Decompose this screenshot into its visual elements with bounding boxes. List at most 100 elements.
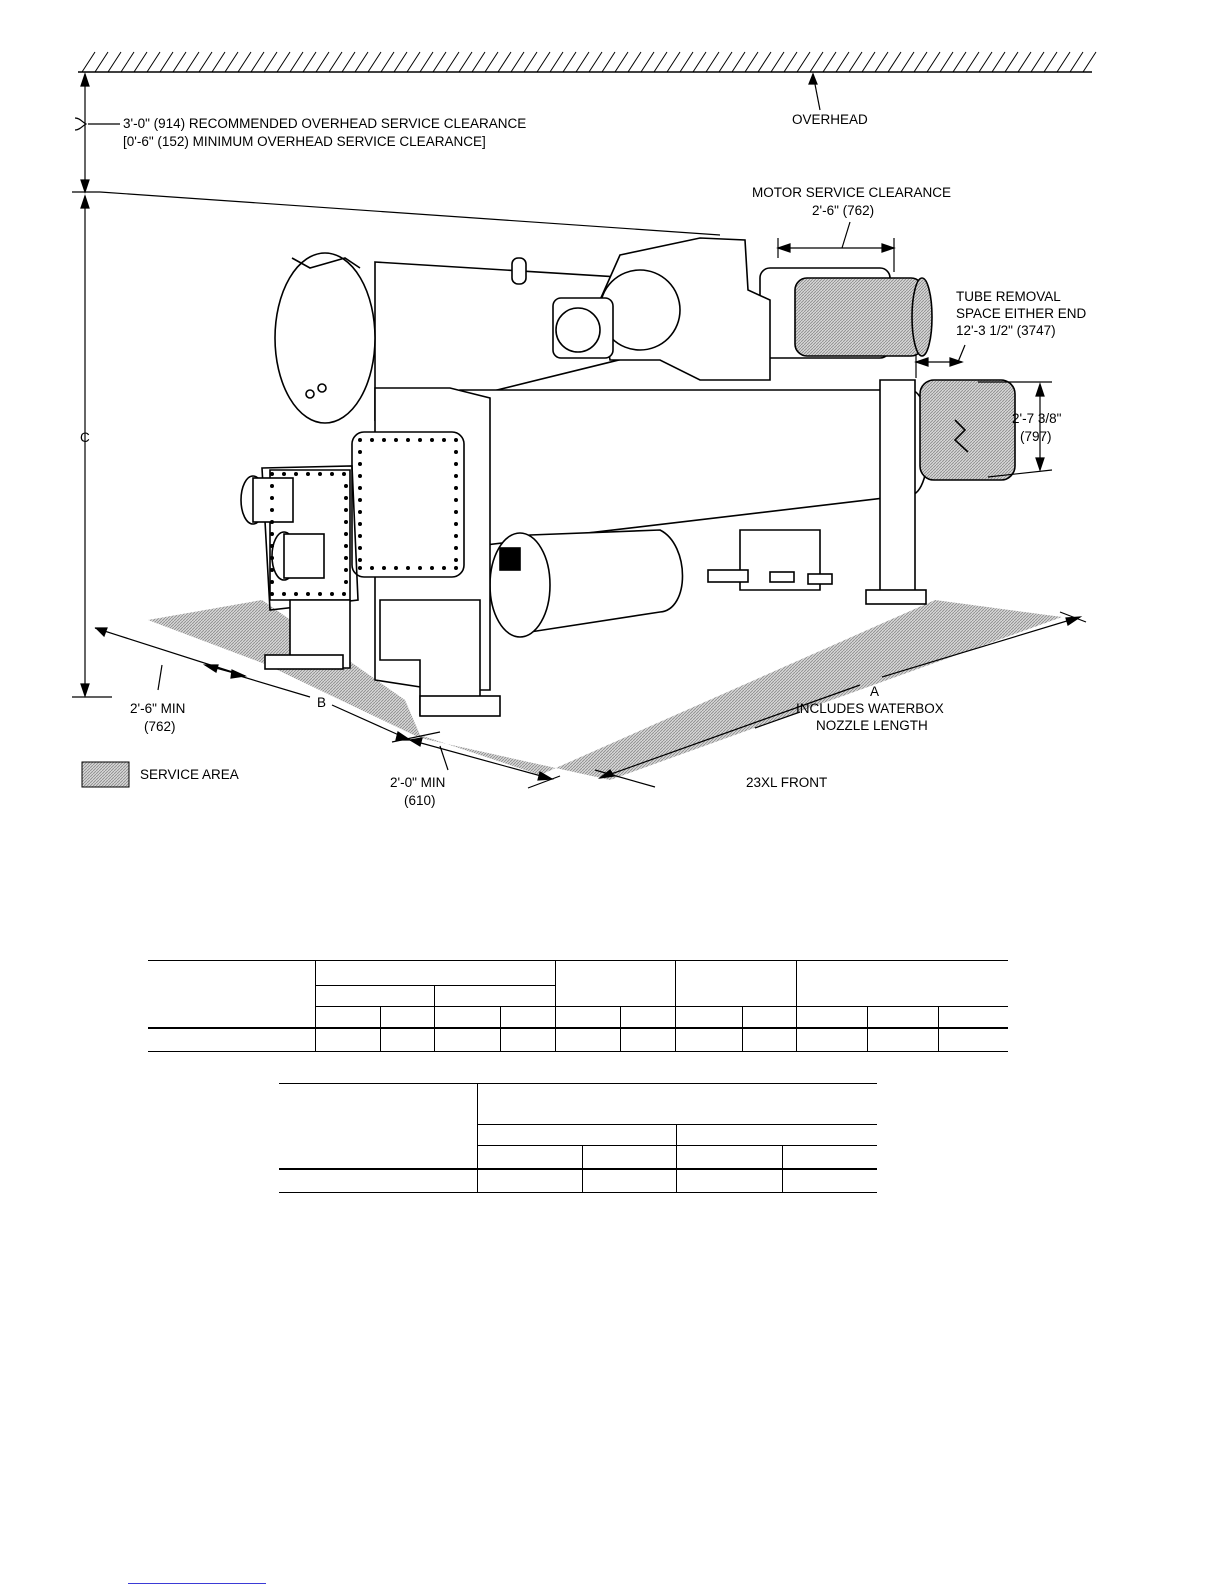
ceiling-hatch-stroke [250,51,265,73]
ceiling-hatch-stroke [861,51,876,73]
ceiling-hatch-stroke [445,51,460,73]
bolt-hole [270,508,274,512]
overhead-ceiling [78,51,1097,73]
table-subgroup-header [675,1124,877,1146]
height-dim-line1: 2'-7 3/8" [1012,411,1062,426]
ceiling-hatch-stroke [926,51,941,73]
bolt-hole [344,544,348,548]
front-min-line1: 2'-0" MIN [390,775,445,790]
bolt-hole [454,522,458,526]
table-cell [866,1027,938,1052]
ceiling-hatch-stroke [367,51,382,73]
ceiling-hatch-stroke [718,51,733,73]
table-corner-cell [148,960,315,1028]
ceiling-hatch-stroke [237,51,252,73]
ceiling-hatch-stroke [1056,51,1071,73]
ceiling-hatch-stroke [484,51,499,73]
table-column-header [379,1006,434,1028]
bolt-hole [358,558,362,562]
table-cell [674,1027,742,1052]
bolt-hole [370,566,374,570]
ceiling-hatch-stroke [133,51,148,73]
bolt-hole [454,566,458,570]
ceiling-hatch-stroke [757,51,772,73]
bolt-hole [344,580,348,584]
ceiling-hatch-stroke [874,51,889,73]
bolt-hole [454,474,458,478]
table-column-header [476,1145,582,1169]
table-cell [279,1168,477,1193]
table-cell [314,1027,380,1052]
table-subgroup-header [476,1124,676,1146]
dim-c-label: C [80,430,90,445]
ceiling-hatch-stroke [939,51,954,73]
ceiling-hatch-stroke [380,51,395,73]
ceiling-hatch-stroke [354,51,369,73]
ceiling-hatch-stroke [913,51,928,73]
bolt-hole [270,580,274,584]
bolt-hole [330,592,334,596]
bolt-hole [430,438,434,442]
bolt-hole [306,592,310,596]
bolt-hole [270,592,274,596]
ceiling-hatch-stroke [120,51,135,73]
bolt-hole [282,592,286,596]
bolt-hole [358,486,362,490]
front-label: 23XL FRONT [746,775,827,790]
ceiling-hatch-stroke [653,51,668,73]
page-link-underline[interactable] [128,1583,266,1584]
table-column-header [619,1006,675,1028]
ceiling-hatch-stroke [900,51,915,73]
vertical-dimension-lines [72,72,721,698]
service-area-label: SERVICE AREA [140,767,239,782]
ceiling-hatch-stroke [744,51,759,73]
dimensions-table [148,960,1008,1052]
bolt-hole [370,438,374,442]
table-cell [741,1027,796,1052]
table-column-header [433,1006,500,1028]
table-group-header [674,960,796,1007]
service-area-floor [148,600,1062,780]
bolt-hole [358,522,362,526]
table-cell [499,1027,555,1052]
ceiling-hatch-stroke [991,51,1006,73]
motor-service-line2: 2'-6" (762) [812,203,874,218]
ceiling-hatch-stroke [198,51,213,73]
bolt-hole [406,566,410,570]
bolt-hole [382,438,386,442]
ceiling-hatch-stroke [640,51,655,73]
ceiling-hatch-stroke [341,51,356,73]
tube-removal-line2: SPACE EITHER END [956,306,1087,321]
dim-a-label: A [870,684,879,699]
bolt-hole [358,474,362,478]
bolt-hole [442,438,446,442]
table-row [279,1168,877,1193]
left-min-line1: 2'-6" MIN [130,701,185,716]
bolt-hole [344,556,348,560]
ceiling-hatch-stroke [107,51,122,73]
left-min-line2: (762) [144,719,176,734]
includes-line2: NOZZLE LENGTH [816,718,928,733]
table-column-header [581,1145,676,1169]
bolt-hole [294,592,298,596]
tube-removal-line1: TUBE REMOVAL [956,289,1061,304]
table-cell [781,1168,877,1193]
bolt-hole [330,472,334,476]
bolt-hole [344,520,348,524]
motor-service-line1: MOTOR SERVICE CLEARANCE [752,185,951,200]
ceiling-hatch-stroke [575,51,590,73]
dim-b-label: B [317,695,326,710]
chiller-clearance-diagram: 3'-0" (914) RECOMMENDED OVERHEAD SERVICE… [72,51,1097,808]
ceiling-hatch-stroke [614,51,629,73]
bolt-hole [342,472,346,476]
ceiling-hatch-stroke [185,51,200,73]
table-column-header [675,1145,782,1169]
ceiling-hatch-stroke [887,51,902,73]
table-column-header [674,1006,742,1028]
table-cell [581,1168,676,1193]
bolt-hole [358,546,362,550]
table-group-header [476,1083,877,1125]
table-cell [433,1027,500,1052]
table-cell [379,1027,434,1052]
height-dim-line2: (797) [1020,429,1052,444]
